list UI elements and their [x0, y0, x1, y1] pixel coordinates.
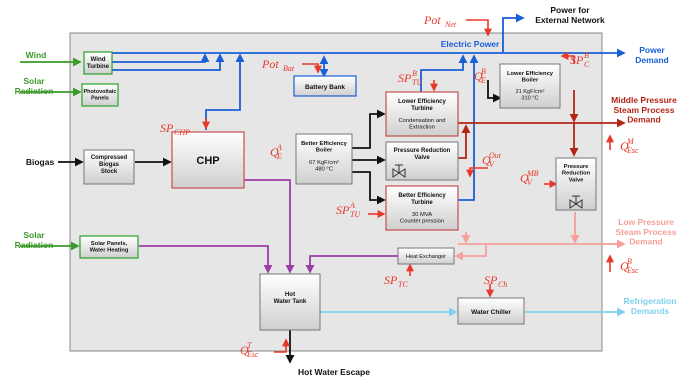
water-chiller-box[interactable] [457, 297, 525, 325]
lower-boiler-input-line [487, 80, 502, 103]
pot-net-arrow [466, 19, 492, 37]
biogas-label: Biogas [26, 157, 55, 167]
better-turbine-box[interactable] [385, 185, 459, 231]
external-network-line [502, 13, 525, 53]
sp-chp-symbol: SPCHP [160, 121, 190, 137]
pv-to-bus-line [112, 53, 225, 71]
battery-bank-label: Battery Bank [305, 84, 345, 91]
sp-c-b-arrow [560, 52, 575, 64]
wind-label: Wind [26, 50, 47, 60]
battery-bank-box[interactable] [293, 75, 357, 97]
better-turbine-to-bus-line [458, 54, 479, 201]
solar-water-box[interactable] [79, 235, 139, 259]
lower-turbine-box[interactable] [385, 91, 459, 137]
lower-turbine-to-bus-line [420, 54, 468, 92]
prv1-to-mid-line [458, 124, 471, 159]
steam-flows [20, 57, 626, 364]
sp-tc-symbol: SPTC [384, 273, 408, 289]
wind-turbine-box[interactable] [83, 51, 113, 75]
heat-exchanger-box[interactable] [397, 247, 455, 265]
electric-power-label: Electric Power [441, 39, 500, 49]
valve-icon [392, 164, 406, 178]
chp-box[interactable] [171, 131, 245, 189]
lower-boiler-box[interactable] [499, 63, 561, 109]
sp-ch-symbol: SPCh [484, 273, 507, 289]
better-boiler-box[interactable] [295, 133, 353, 185]
chp-label: CHP [196, 155, 219, 167]
wind-to-bus-line [112, 53, 210, 63]
boiler-to-better-turbine-line [352, 171, 386, 205]
water-chiller-label: Water Chiller [471, 309, 511, 316]
electric-flows [112, 13, 626, 201]
heat-exchanger-to-tank-line [305, 255, 398, 274]
biogas-stock-box[interactable] [83, 149, 135, 185]
component-boxes [79, 51, 597, 331]
setpoint-arrows [202, 19, 614, 353]
hot-water-escape-label: Hot Water Escape [298, 367, 370, 377]
valve-icon [569, 195, 583, 209]
chp-to-tank-line [244, 179, 295, 274]
q-v-out-arrow [466, 167, 488, 178]
pv-panels-box[interactable] [81, 83, 119, 107]
q-esc-t-arrow [274, 338, 290, 353]
heat-exchanger-label: Heat Exchanger [406, 254, 446, 260]
pot-bat-arrow [302, 63, 322, 74]
solar-water-to-tank-line [139, 245, 273, 274]
boiler-to-lower-turbine-line [352, 109, 386, 149]
solar-water-label: Solar Panels,Water Heating [90, 241, 129, 254]
low-to-heat-exchanger-line [454, 244, 487, 261]
hot-water-tank-box[interactable] [259, 273, 321, 331]
